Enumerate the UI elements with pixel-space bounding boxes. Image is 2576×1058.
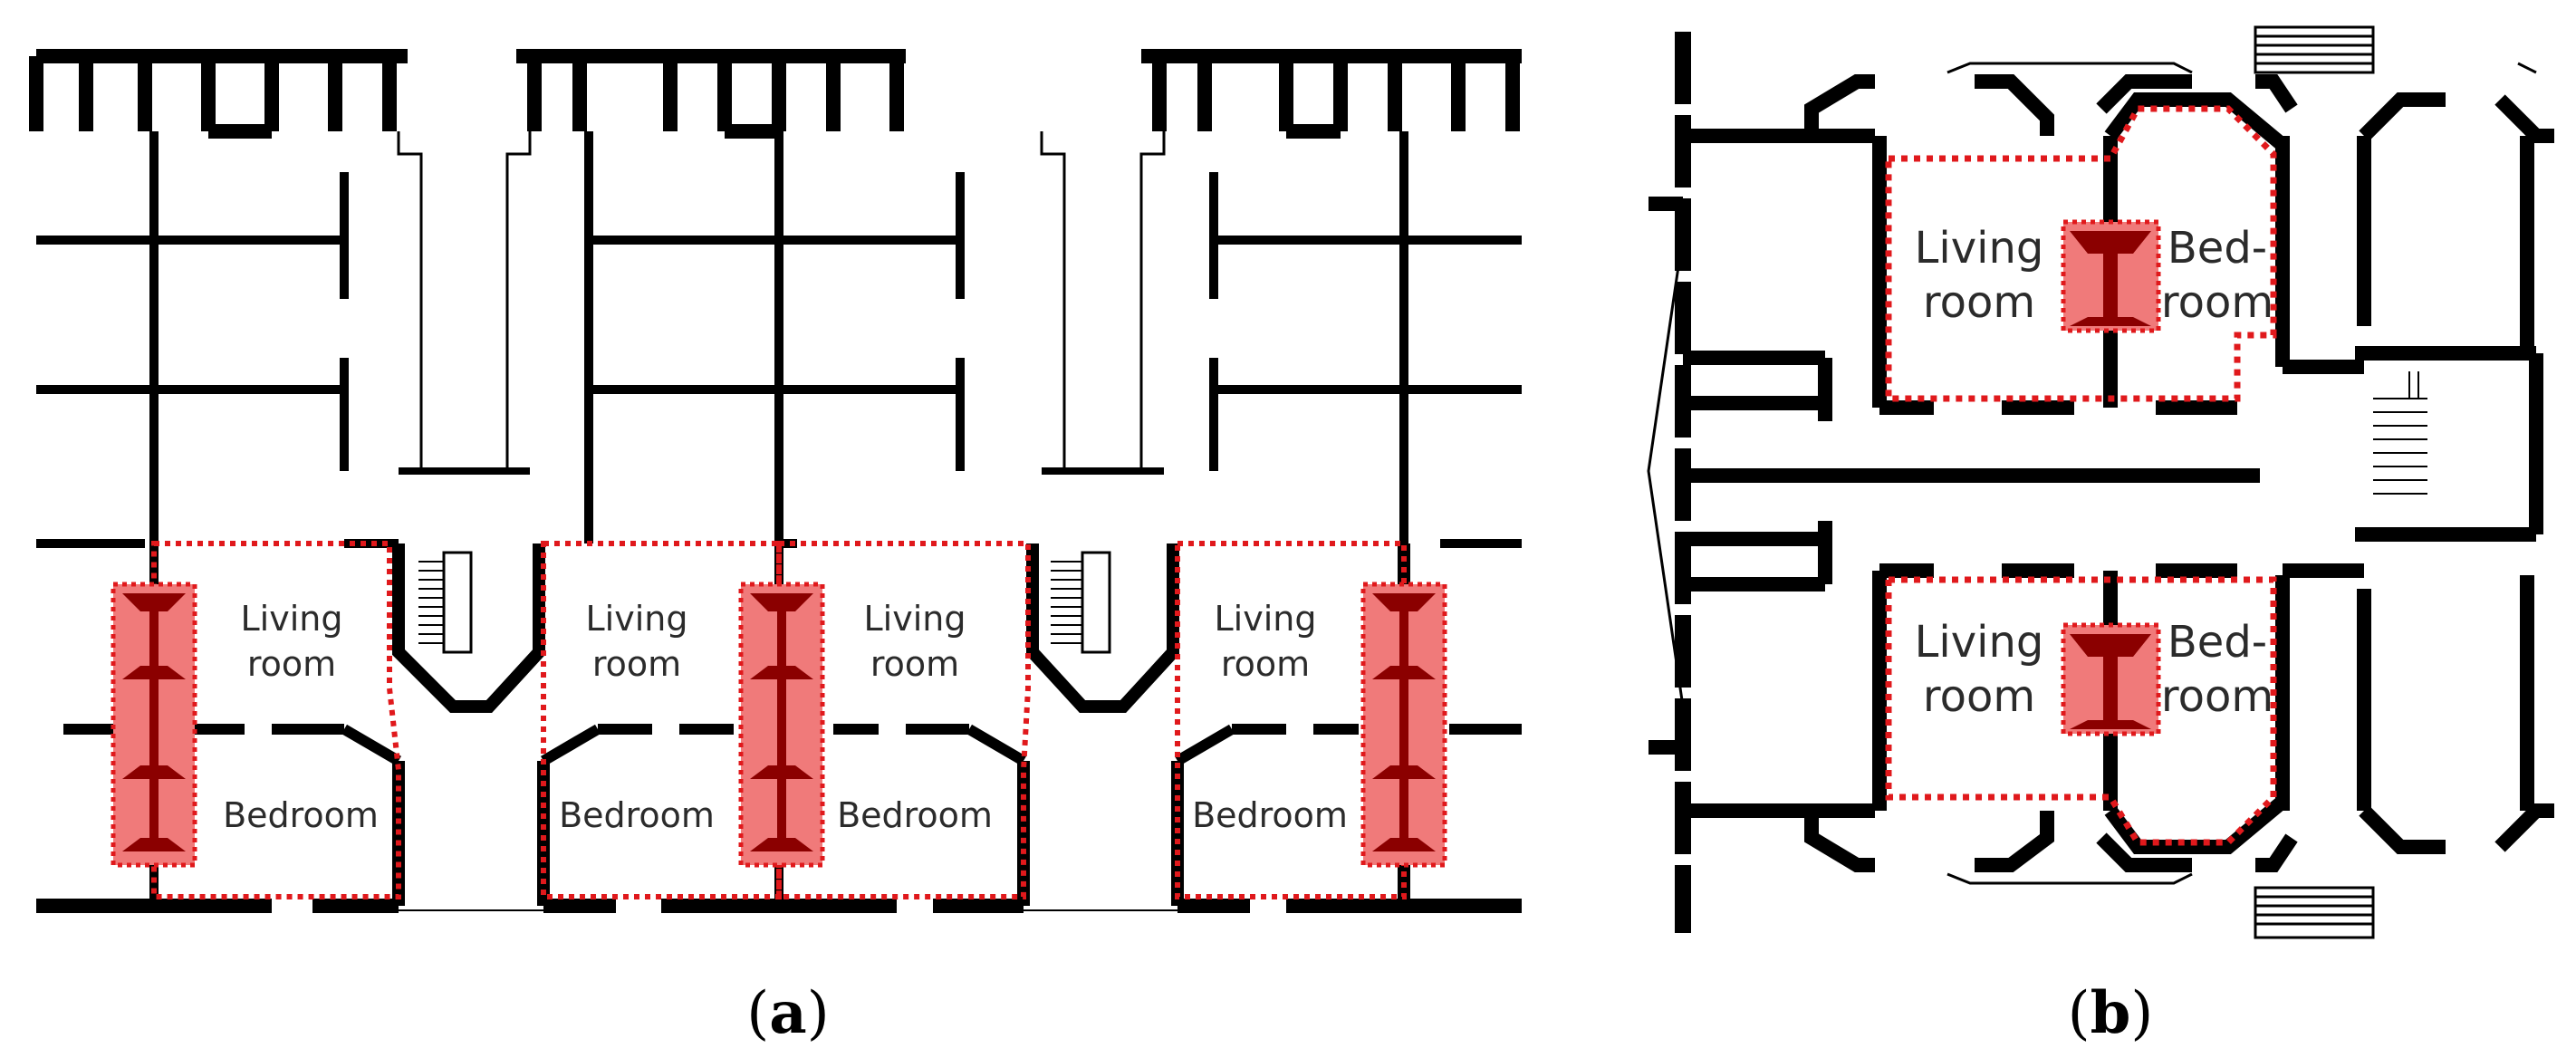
panel-a-stove-details — [122, 593, 1436, 851]
panel-a-caption-open: ( — [746, 980, 769, 1047]
room-label-living-4b: room — [1221, 644, 1310, 684]
room-label-bedroom-4: Bedroom — [1192, 795, 1348, 835]
room-label-living-6b: room — [1923, 671, 2035, 722]
panel-b-corridor-walls — [1683, 346, 2543, 592]
room-label-living-1b: room — [247, 644, 336, 684]
panel-b-caption: (b) — [2068, 979, 2154, 1047]
room-label-living-2a: Living — [586, 599, 688, 639]
panel-a-highlight-outlines — [151, 541, 1407, 899]
panel-b-thin-walls — [1946, 62, 2537, 885]
panel-a-bottom-wall — [36, 899, 1522, 913]
panel-b-facade-projection — [1647, 235, 1685, 707]
room-label-living-6a: Living — [1915, 617, 2044, 668]
panel-b-bay-walls — [2104, 92, 2290, 854]
panel-a-caption: (a) — [746, 979, 829, 1047]
room-label-living-2b: room — [592, 644, 681, 684]
panel-b-interior-stair — [2373, 371, 2427, 495]
room-label-bedroom-3: Bedroom — [837, 795, 993, 835]
panel-b-caption-open: ( — [2068, 980, 2091, 1047]
panel-a-floor-plan: Living room Bedroom Living room Bedroom … — [29, 49, 1522, 913]
room-label-living-1a: Living — [241, 599, 343, 639]
room-label-bedroom-1: Bedroom — [223, 795, 379, 835]
room-label-living-4a: Living — [1215, 599, 1317, 639]
panel-b-caption-letter: b — [2091, 979, 2131, 1047]
panel-b-outer-walls — [1648, 74, 2298, 872]
panel-a-top-wall — [29, 49, 1522, 139]
panel-a-room-labels: Living room Bedroom Living room Bedroom … — [223, 599, 1348, 835]
room-label-living-5b: room — [1923, 277, 2035, 328]
room-label-bedroom-6a: Bed- — [2167, 617, 2267, 668]
panel-b-floor-plan: Living room Bed- room Living room Bed- r… — [1647, 25, 2554, 939]
room-label-living-5a: Living — [1915, 223, 2044, 274]
panel-b-room-labels: Living room Bed- room Living room Bed- r… — [1915, 223, 2273, 722]
panel-b-caption-close: ) — [2130, 980, 2153, 1047]
panel-b-outside-steps — [2254, 25, 2375, 939]
room-label-bedroom-5a: Bed- — [2167, 223, 2267, 274]
panel-b-stove-details — [2070, 231, 2151, 729]
panel-a-caption-letter: a — [769, 979, 806, 1047]
panel-b-highlight-outlines — [1885, 105, 2277, 846]
panel-a-stair-enclosures — [392, 467, 1179, 713]
panel-a-stair-treads — [418, 561, 1082, 644]
room-label-living-3a: Living — [864, 599, 966, 639]
room-label-bedroom-2: Bedroom — [559, 795, 715, 835]
room-label-living-3b: room — [870, 644, 959, 684]
room-label-bedroom-5b: room — [2161, 277, 2273, 328]
panel-a-caption-close: ) — [807, 980, 830, 1047]
room-label-bedroom-6b: room — [2161, 671, 2273, 722]
